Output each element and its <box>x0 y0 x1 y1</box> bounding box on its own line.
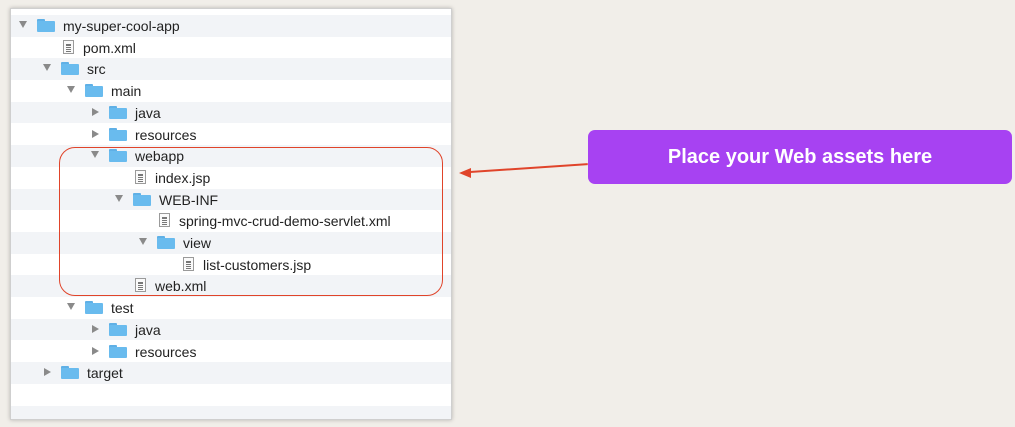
tree-row-resources[interactable]: resources <box>11 341 451 363</box>
folder-icon <box>109 322 127 336</box>
tree-row-list-customers-jsp[interactable]: list-customers.jsp <box>11 254 451 276</box>
tree-row-web-inf[interactable]: WEB-INF <box>11 188 451 211</box>
tree-item-label: list-customers.jsp <box>203 256 312 273</box>
tree-item-label: target <box>87 365 123 382</box>
tree-item-label: my-super-cool-app <box>63 18 180 34</box>
folder-icon <box>61 62 79 76</box>
tree-row-my-super-cool-app[interactable]: my-super-cool-app <box>11 15 451 37</box>
tree-item-label: web.xml <box>155 278 207 295</box>
tree-item-label: main <box>111 83 142 100</box>
tree-row-web-xml[interactable]: web.xml <box>11 275 451 298</box>
disclosure-triangle-down-icon[interactable] <box>139 238 147 245</box>
disclosure-triangle-right-icon[interactable] <box>92 324 99 333</box>
pointer-arrow-head <box>459 168 471 178</box>
disclosure-triangle-down-icon[interactable] <box>67 303 75 311</box>
callout-text: Place your Web assets here <box>667 145 933 168</box>
folder-icon <box>109 149 127 163</box>
tree-item-label: src <box>87 61 106 78</box>
file-icon <box>135 278 146 293</box>
tree-item-label: java <box>135 321 161 338</box>
disclosure-triangle-right-icon[interactable] <box>92 346 99 355</box>
tree-row-spring-mvc-crud-demo-servlet-xml[interactable]: spring-mvc-crud-demo-servlet.xml <box>11 210 451 232</box>
tree-item-label: view <box>183 235 212 251</box>
folder-icon <box>157 236 175 249</box>
tree-row-main[interactable]: main <box>11 80 451 102</box>
tree-row-pom-xml[interactable]: pom.xml <box>11 37 451 59</box>
disclosure-triangle-right-icon[interactable] <box>92 107 99 116</box>
pointer-arrow-line <box>469 163 588 173</box>
folder-icon <box>109 105 127 119</box>
tree-row-src[interactable]: src <box>11 58 451 81</box>
tree-row-view[interactable]: view <box>11 232 451 254</box>
disclosure-triangle-down-icon[interactable] <box>43 64 51 72</box>
tree-row-webapp[interactable]: webapp <box>11 145 451 167</box>
folder-icon <box>133 192 151 206</box>
empty-row <box>11 405 451 419</box>
tree-item-label: resources <box>135 343 197 360</box>
tree-row-index-jsp[interactable]: index.jsp <box>11 167 451 189</box>
folder-icon <box>61 366 79 380</box>
file-icon <box>63 39 74 54</box>
tree-row-resources[interactable]: resources <box>11 124 451 146</box>
folder-icon <box>37 19 55 32</box>
disclosure-triangle-right-icon[interactable] <box>92 129 99 138</box>
tree-item-label: pom.xml <box>83 39 136 56</box>
folder-icon <box>109 127 127 141</box>
disclosure-triangle-right-icon[interactable] <box>44 368 51 377</box>
folder-icon <box>85 84 103 98</box>
disclosure-triangle-down-icon[interactable] <box>115 194 123 202</box>
file-icon <box>159 213 170 228</box>
folder-icon <box>85 301 103 315</box>
folder-icon <box>109 344 127 358</box>
disclosure-triangle-down-icon[interactable] <box>19 21 27 28</box>
tree-item-label: WEB-INF <box>159 191 219 208</box>
callout-box: Place your Web assets here <box>588 130 1012 184</box>
disclosure-triangle-down-icon[interactable] <box>91 151 99 159</box>
tree-row-target[interactable]: target <box>11 362 451 384</box>
tree-item-label: java <box>135 104 161 121</box>
tree-row-java[interactable]: java <box>11 101 451 124</box>
disclosure-triangle-down-icon[interactable] <box>67 86 75 94</box>
webapp-highlight-outline <box>59 147 443 296</box>
file-icon <box>183 256 194 271</box>
tree-row-java[interactable]: java <box>11 318 451 341</box>
tree-item-label: spring-mvc-crud-demo-servlet.xml <box>179 213 391 230</box>
file-icon <box>135 169 146 184</box>
tree-row-test[interactable]: test <box>11 297 451 319</box>
tree-item-label: test <box>111 300 134 317</box>
tree-item-label: webapp <box>135 148 185 165</box>
empty-row <box>11 384 451 406</box>
tree-item-label: resources <box>135 126 197 143</box>
tree-item-label: index.jsp <box>155 169 211 186</box>
